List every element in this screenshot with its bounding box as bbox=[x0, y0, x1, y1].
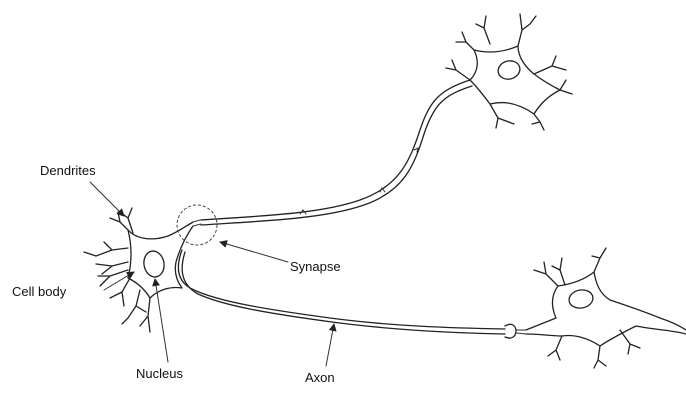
lower-axon bbox=[178, 250, 526, 338]
synapse-label: Synapse bbox=[290, 260, 341, 273]
nucleus-arrow bbox=[155, 279, 168, 362]
label-arrows bbox=[90, 182, 334, 366]
bottom-right-neuron bbox=[526, 248, 686, 368]
axon-arrow bbox=[326, 324, 334, 366]
dendrites-label: Dendrites bbox=[40, 164, 96, 177]
synapse-arrow bbox=[220, 242, 288, 262]
left-neuron bbox=[84, 208, 201, 332]
left-nucleus bbox=[142, 249, 166, 278]
cell-body-arrow bbox=[104, 272, 134, 290]
left-dendrites bbox=[84, 208, 150, 332]
nucleus-label: Nucleus bbox=[136, 367, 183, 380]
cell-body-label: Cell body bbox=[12, 285, 66, 298]
bottom-right-nucleus bbox=[568, 288, 595, 310]
top-right-nucleus bbox=[496, 58, 522, 81]
top-right-neuron bbox=[446, 14, 572, 130]
axon-label: Axon bbox=[305, 371, 335, 384]
dendrites-arrow bbox=[90, 182, 124, 216]
upper-axon bbox=[201, 80, 472, 225]
